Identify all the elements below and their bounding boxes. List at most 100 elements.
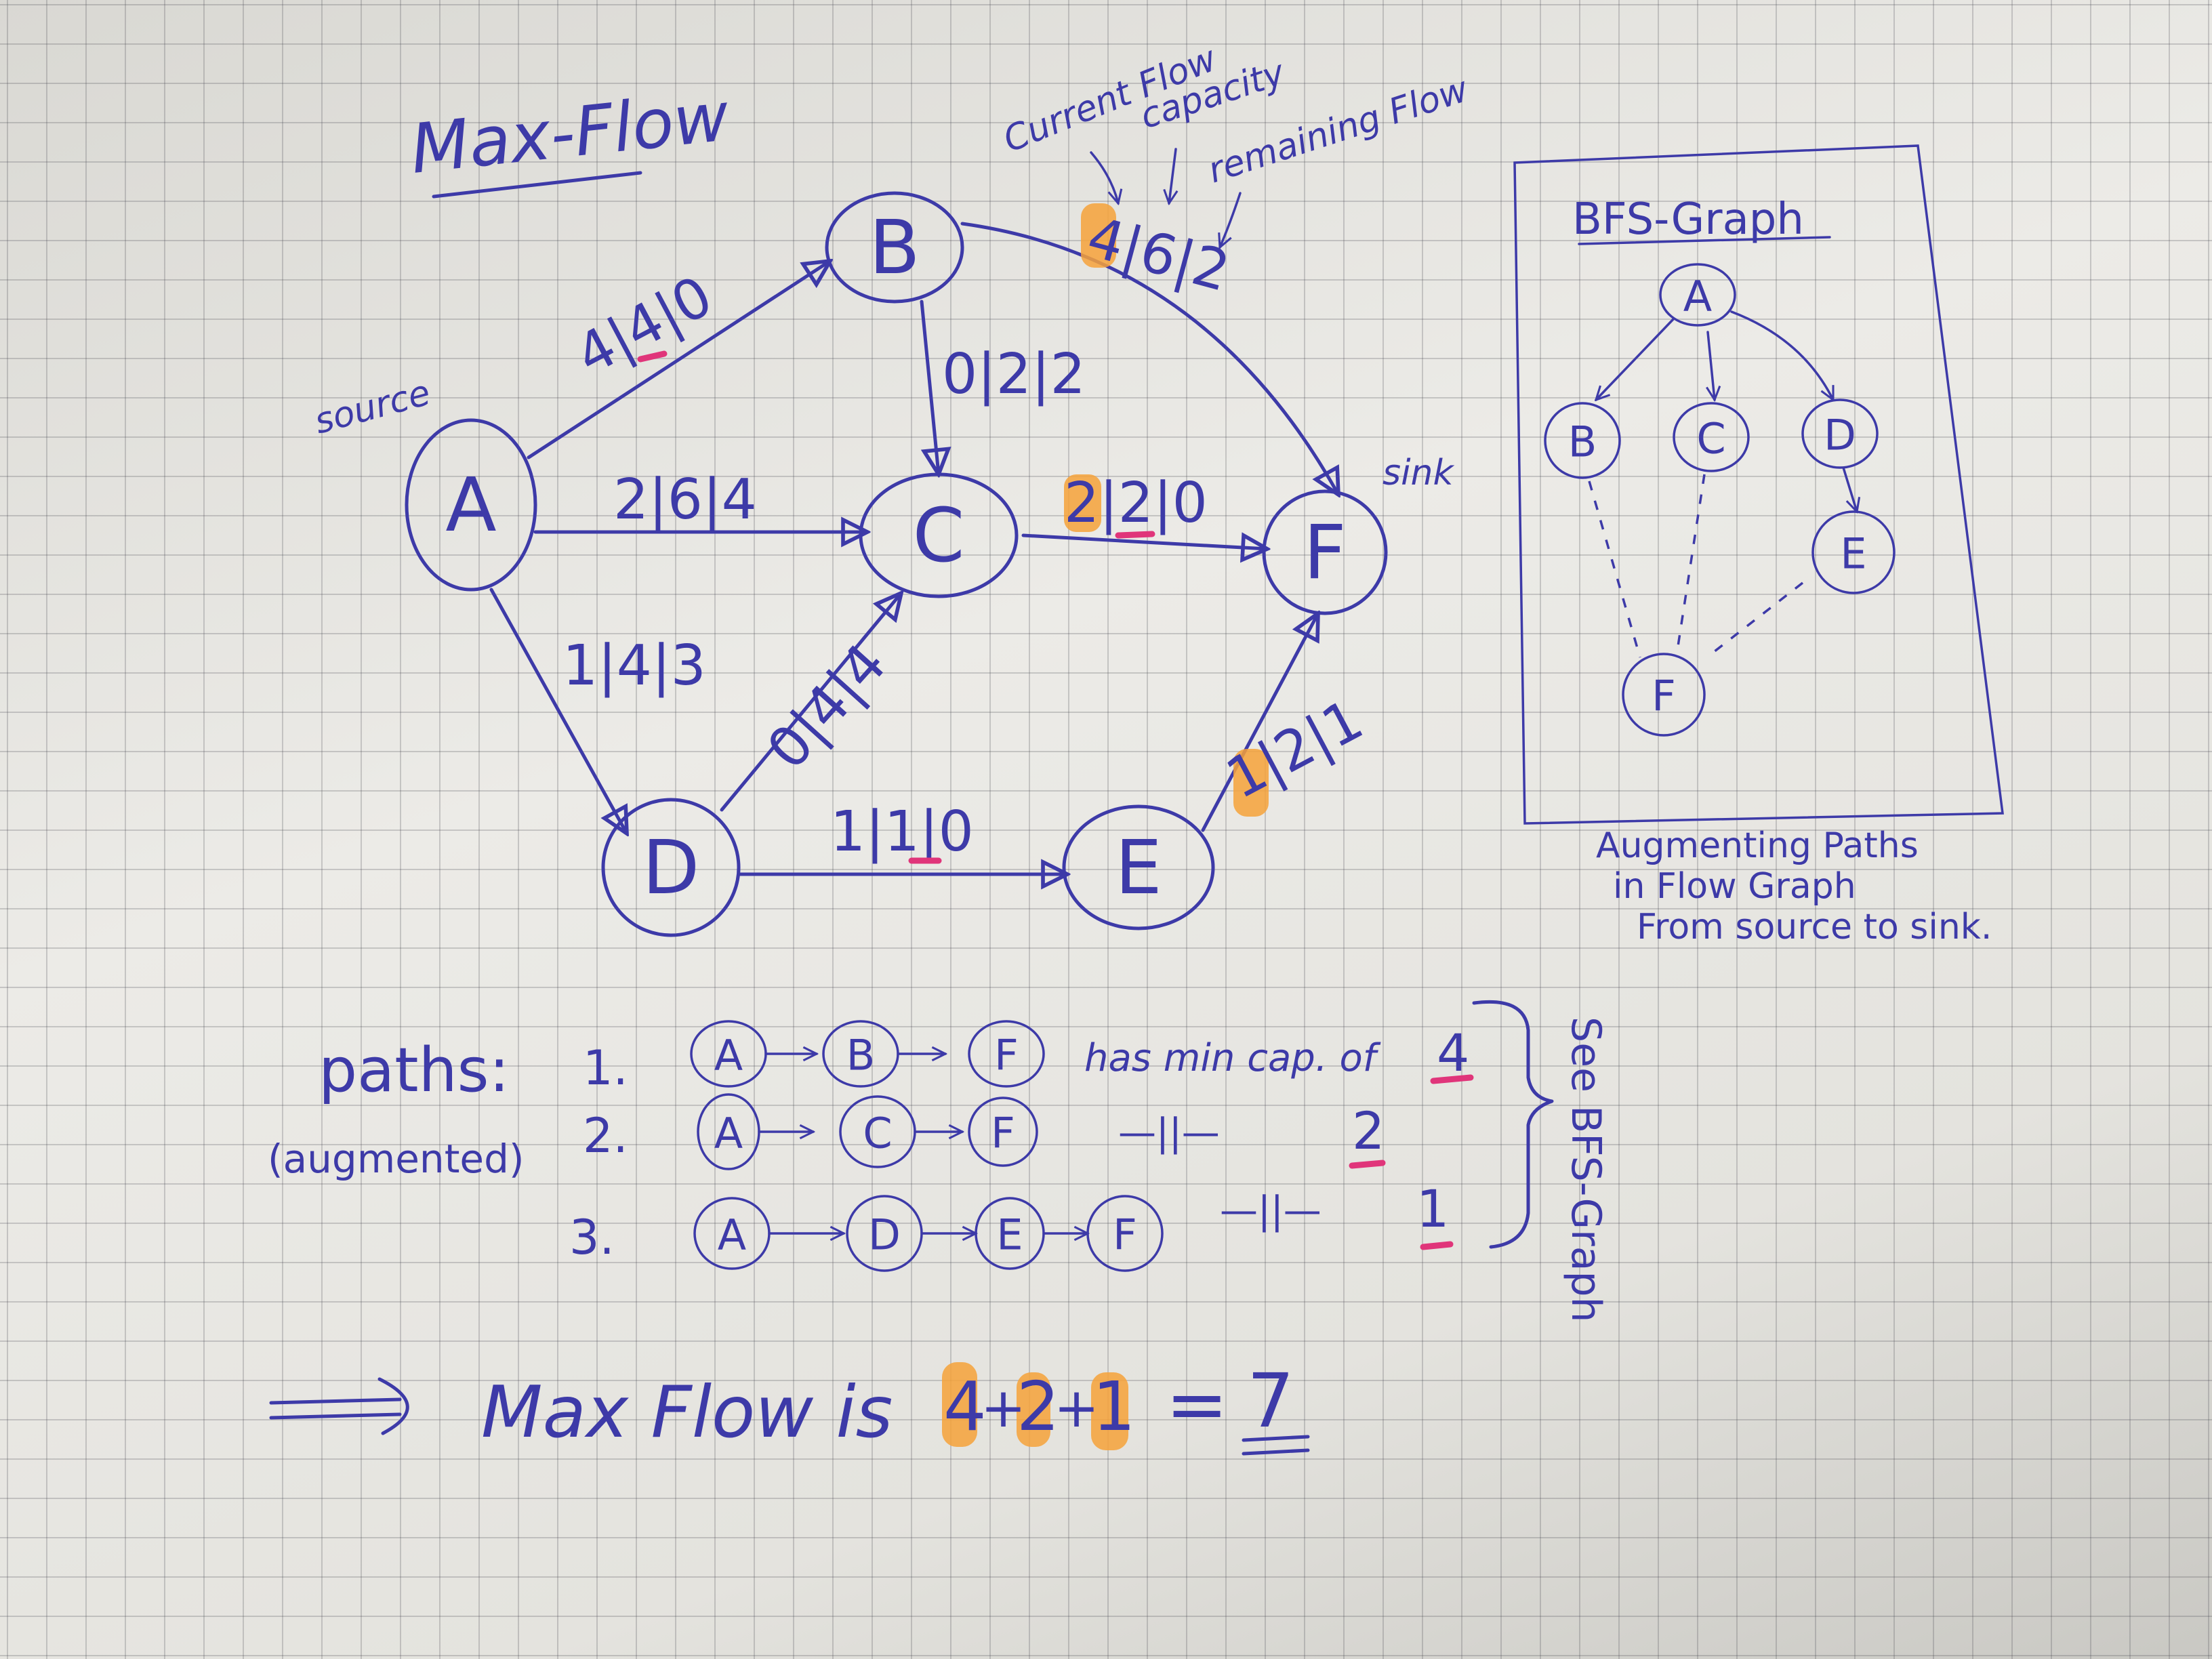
path-node: A: [690, 1020, 767, 1088]
svg-text:F: F: [1113, 1210, 1137, 1260]
path-node: F: [1086, 1195, 1164, 1272]
edge-a-d: [489, 588, 627, 834]
path-node: A: [697, 1093, 760, 1170]
annotation-arrow-3: [1220, 192, 1242, 247]
edge-label-de: 1|1|0: [830, 800, 974, 864]
svg-text:C: C: [863, 1109, 892, 1158]
edge-d-c: [720, 593, 901, 812]
bfs-node-b: B: [1544, 402, 1621, 479]
svg-text:E: E: [1115, 824, 1162, 911]
path-number: 1.: [583, 1040, 628, 1096]
svg-text:F: F: [994, 1031, 1019, 1080]
result-plus-2: +: [1054, 1376, 1099, 1439]
svg-text:A: A: [445, 462, 496, 548]
path-number: 3.: [569, 1210, 615, 1265]
svg-text:D: D: [642, 824, 700, 911]
svg-text:A: A: [1683, 272, 1712, 321]
edge-label-ab: 4|4|0: [566, 264, 723, 388]
result-term-3: 1: [1092, 1367, 1136, 1446]
title-underline: [432, 171, 642, 199]
highlight-term-2: [1017, 1372, 1050, 1447]
edge-label-bf: 4|6|2: [1081, 205, 1236, 305]
result-term-1: 4: [943, 1367, 987, 1446]
highlight-cf: [1064, 474, 1101, 532]
path-node: C: [839, 1095, 916, 1168]
node-c: C: [859, 472, 1019, 598]
edge-b-f: [960, 222, 1338, 495]
svg-text:A: A: [718, 1210, 746, 1260]
path-node: F: [968, 1020, 1045, 1088]
node-b: B: [825, 191, 964, 304]
svg-text:A: A: [714, 1031, 743, 1080]
annotation-arrow-1: [1090, 151, 1118, 203]
bfs-node-f: F: [1622, 653, 1706, 737]
path-description: has min cap. of: [1084, 1036, 1381, 1080]
highlight-term-1: [942, 1362, 977, 1447]
bfs-node-a: A: [1659, 263, 1736, 327]
edge-label-ef: 1|2|1: [1216, 687, 1374, 811]
bfs-node-d: D: [1801, 398, 1879, 469]
edge-a-b: [527, 261, 830, 459]
paths-bracket: [1472, 1000, 1554, 1249]
svg-text:B: B: [846, 1031, 876, 1080]
svg-text:F: F: [991, 1109, 1015, 1158]
svg-text:B: B: [1568, 417, 1597, 467]
sink-label: sink: [1382, 453, 1454, 493]
node-f: F: [1262, 489, 1388, 615]
edge-label-cf: 2|2|0: [1064, 471, 1208, 535]
edge-b-c: [920, 300, 939, 474]
svg-text:F: F: [1303, 509, 1346, 596]
path-node: F: [968, 1097, 1038, 1167]
node-a: A: [405, 418, 537, 592]
path-row-3: 3. A D E F —||— 1: [569, 1179, 1454, 1272]
result-text: Max Flow is: [481, 1371, 893, 1454]
path-value: 2: [1352, 1101, 1385, 1161]
result-term-2: 2: [1017, 1367, 1060, 1446]
svg-text:E: E: [1840, 529, 1866, 579]
bfs-caption-2: in Flow Graph: [1613, 866, 1856, 907]
path-value: 4: [1437, 1023, 1469, 1083]
bfs-node-c: C: [1673, 402, 1750, 472]
underline-ab: [637, 350, 668, 363]
edge-label-ac: 2|6|4: [613, 468, 757, 532]
path-description: —||—: [1220, 1189, 1322, 1233]
node-d: D: [601, 798, 741, 937]
path-number: 2.: [583, 1108, 628, 1164]
edge-c-f: [1021, 535, 1267, 549]
svg-text:E: E: [996, 1210, 1023, 1260]
paths-label: paths:: [319, 1035, 510, 1106]
see-bfs-note: See BFS-Graph: [1562, 1017, 1610, 1323]
svg-text:A: A: [714, 1109, 743, 1158]
bfs-caption-3: From source to sink.: [1637, 907, 1992, 947]
paths-sublabel: (augmented): [268, 1136, 525, 1182]
bfs-caption-1: Augmenting Paths: [1596, 825, 1919, 866]
edge-label-dc: 0|4|4: [755, 632, 899, 781]
highlight-bf: [1081, 203, 1116, 268]
path-description: —||—: [1118, 1111, 1220, 1155]
edge-label-bc: 0|2|2: [942, 342, 1086, 407]
implies-arrow: [269, 1377, 409, 1435]
path-row-2: 2. A C F —||— 2: [583, 1093, 1386, 1170]
edge-e-f: [1201, 613, 1318, 832]
path-node: A: [693, 1197, 771, 1270]
annotation-arrow-2: [1169, 148, 1176, 203]
bfs-title: BFS-Graph: [1572, 194, 1804, 245]
bfs-graph-panel: BFS-Graph A B C D E F: [1513, 144, 2004, 825]
source-label: source: [310, 373, 434, 443]
svg-text:B: B: [869, 204, 920, 291]
path-node: E: [975, 1197, 1045, 1270]
highlight-ef: [1233, 749, 1269, 817]
path-node: D: [846, 1195, 923, 1272]
result-plus-1: +: [981, 1376, 1026, 1439]
svg-text:D: D: [1824, 411, 1856, 460]
result-double-underline: [1242, 1435, 1310, 1456]
svg-text:D: D: [868, 1210, 901, 1260]
node-e: E: [1062, 804, 1215, 930]
highlight-term-3: [1091, 1372, 1128, 1450]
result-equals: =: [1166, 1361, 1228, 1448]
bfs-node-e: E: [1811, 510, 1896, 594]
svg-text:C: C: [913, 492, 965, 579]
svg-text:F: F: [1652, 672, 1676, 721]
path-node: B: [822, 1020, 899, 1088]
